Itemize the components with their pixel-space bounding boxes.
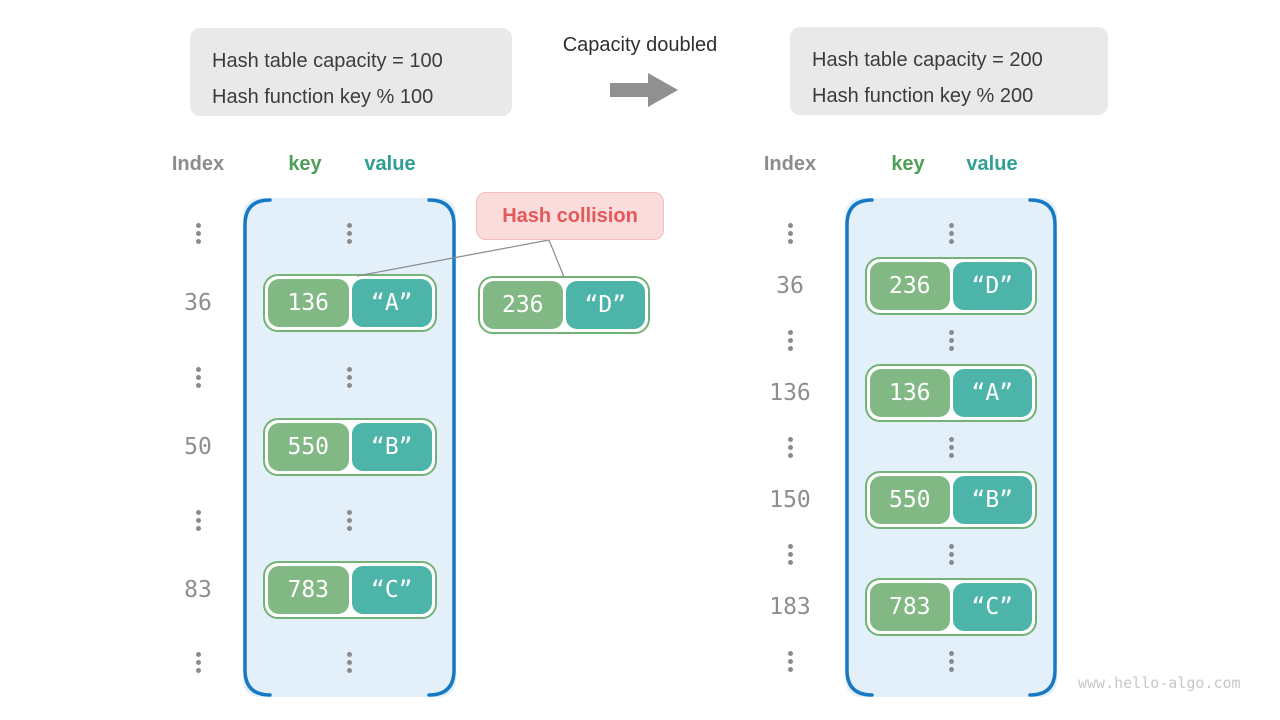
note-line: Hash table capacity = 100 <box>212 50 443 72</box>
ellipsis-icon <box>317 367 381 388</box>
kv-pair: 550 “B” <box>865 471 1037 529</box>
ellipsis-icon <box>919 330 983 351</box>
right-arrow-icon <box>610 73 678 107</box>
key-cell: 783 <box>268 566 349 614</box>
capacity-note-before: Hash table capacity = 100 Hash function … <box>190 28 512 116</box>
ellipsis-icon <box>758 330 822 351</box>
ellipsis-icon <box>919 437 983 458</box>
ellipsis-icon <box>166 652 230 673</box>
ellipsis-icon <box>166 510 230 531</box>
kv-pair: 136 “A” <box>263 274 437 332</box>
note-line: Hash table capacity = 200 <box>812 49 1043 71</box>
kv-pair-colliding: 236 “D” <box>478 276 650 334</box>
value-cell: “B” <box>351 423 432 471</box>
index-label: 36 <box>776 273 804 299</box>
ellipsis-icon <box>166 367 230 388</box>
left-header-index: Index <box>171 153 225 175</box>
watermark: www.hello-algo.com <box>1078 674 1241 692</box>
value-cell: “C” <box>952 583 1032 631</box>
index-label: 36 <box>184 290 212 316</box>
ellipsis-icon <box>317 510 381 531</box>
kv-pair: 236 “D” <box>865 257 1037 315</box>
key-cell: 136 <box>870 369 950 417</box>
key-cell: 136 <box>268 279 349 327</box>
right-header-key: key <box>891 153 925 175</box>
ellipsis-icon <box>919 223 983 244</box>
right-header-value: value <box>966 153 1018 175</box>
key-cell: 783 <box>870 583 950 631</box>
transition-label: Capacity doubled <box>562 34 718 56</box>
value-cell: “D” <box>952 262 1032 310</box>
bucket-bracket-border <box>845 198 1057 697</box>
kv-pair: 783 “C” <box>263 561 437 619</box>
right-header-index: Index <box>763 153 817 175</box>
index-label: 150 <box>769 487 811 513</box>
index-label: 83 <box>184 577 212 603</box>
capacity-note-after: Hash table capacity = 200 Hash function … <box>790 27 1108 115</box>
index-label: 50 <box>184 434 212 460</box>
kv-pair: 550 “B” <box>263 418 437 476</box>
value-cell: “B” <box>952 476 1032 524</box>
key-cell: 550 <box>268 423 349 471</box>
kv-pair: 136 “A” <box>865 364 1037 422</box>
left-header-key: key <box>288 153 322 175</box>
ellipsis-icon <box>758 437 822 458</box>
hash-collision-badge: Hash collision <box>476 192 664 240</box>
value-cell: “D” <box>565 281 645 329</box>
key-cell: 236 <box>483 281 563 329</box>
ellipsis-icon <box>919 544 983 565</box>
note-line: Hash function key % 100 <box>212 86 434 108</box>
kv-pair: 783 “C” <box>865 578 1037 636</box>
ellipsis-icon <box>758 544 822 565</box>
ellipsis-icon <box>758 651 822 672</box>
value-cell: “A” <box>351 279 432 327</box>
value-cell: “A” <box>952 369 1032 417</box>
ellipsis-icon <box>758 223 822 244</box>
ellipsis-icon <box>317 652 381 673</box>
ellipsis-icon <box>919 651 983 672</box>
value-cell: “C” <box>351 566 432 614</box>
index-label: 136 <box>769 380 811 406</box>
key-cell: 236 <box>870 262 950 310</box>
left-header-value: value <box>364 153 416 175</box>
index-label: 183 <box>769 594 811 620</box>
ellipsis-icon <box>317 223 381 244</box>
note-line: Hash function key % 200 <box>812 85 1034 107</box>
key-cell: 550 <box>870 476 950 524</box>
bucket-bracket-border <box>243 198 456 697</box>
ellipsis-icon <box>166 223 230 244</box>
